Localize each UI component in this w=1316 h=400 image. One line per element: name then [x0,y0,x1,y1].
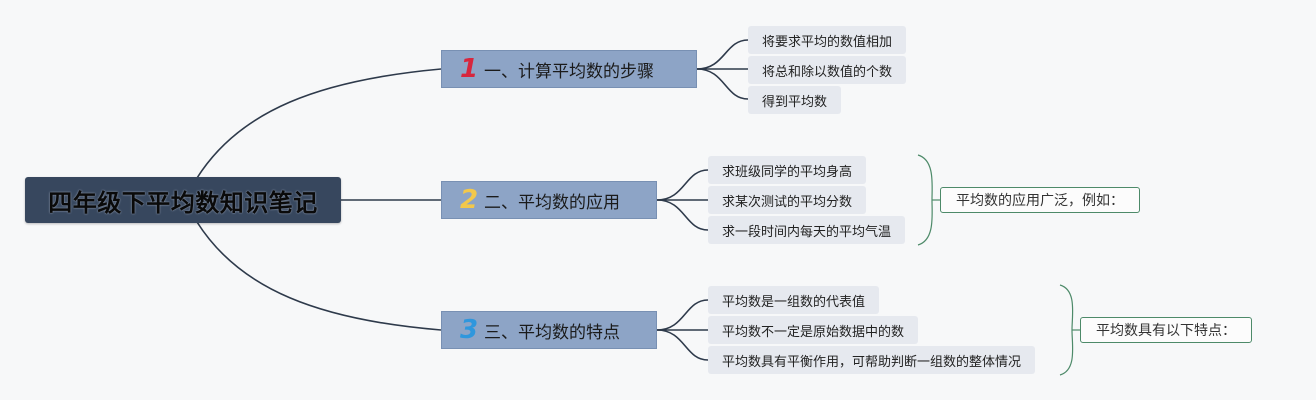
branch-1-topic[interactable]: 1 一、计算平均数的步骤 [441,50,697,88]
branch-3-summary[interactable]: 平均数具有以下特点： [1080,317,1252,343]
branch-2-number-icon: 2 [460,185,479,215]
branch-1-item-2[interactable]: 将总和除以数值的个数 [748,56,907,84]
branch-2-item-2[interactable]: 求某次测试的平均分数 [708,186,867,214]
branch-3-label: 三、平均数的特点 [484,322,620,343]
connector-branch-3-leaf-1 [656,299,709,331]
branch-3-number-icon: 3 [460,315,479,345]
branch-2-item-1[interactable]: 求班级同学的平均身高 [708,156,867,184]
connector-branch-2-leaf-1 [656,169,709,201]
branch-3-item-1[interactable]: 平均数是一组数的代表值 [708,286,880,314]
connector-branch-1-leaf-1 [696,39,749,70]
branch-3-item-2[interactable]: 平均数不一定是原始数据中的数 [708,316,919,344]
root-topic[interactable]: 四年级下平均数知识笔记 [25,177,341,223]
branch-1-item-3[interactable]: 得到平均数 [748,86,842,114]
branch-2-label: 二、平均数的应用 [484,192,620,213]
connector-root-branch-1 [196,68,442,179]
root-topic-label: 四年级下平均数知识笔记 [48,188,318,217]
branch-1-label: 一、计算平均数的步骤 [484,61,654,82]
connector-branch-3-leaf-3 [656,329,709,361]
connector-root-branch-3 [196,221,442,331]
branch-3-item-3[interactable]: 平均数具有平衡作用，可帮助判断一组数的整体情况 [708,346,1036,374]
connector-branch-2-leaf-3 [656,199,709,231]
branch-2-topic[interactable]: 2 二、平均数的应用 [441,181,657,219]
branch-2-item-3[interactable]: 求一段时间内每天的平均气温 [708,216,906,244]
summary-bracket-2 [917,154,933,246]
summary-bracket-3 [1059,284,1074,376]
branch-2-summary[interactable]: 平均数的应用广泛，例如： [940,187,1140,213]
branch-1-item-1[interactable]: 将要求平均的数值相加 [748,26,907,54]
branch-1-number-icon: 1 [460,54,479,84]
connector-branch-1-leaf-3 [696,68,749,100]
branch-3-topic[interactable]: 3 三、平均数的特点 [441,311,657,349]
